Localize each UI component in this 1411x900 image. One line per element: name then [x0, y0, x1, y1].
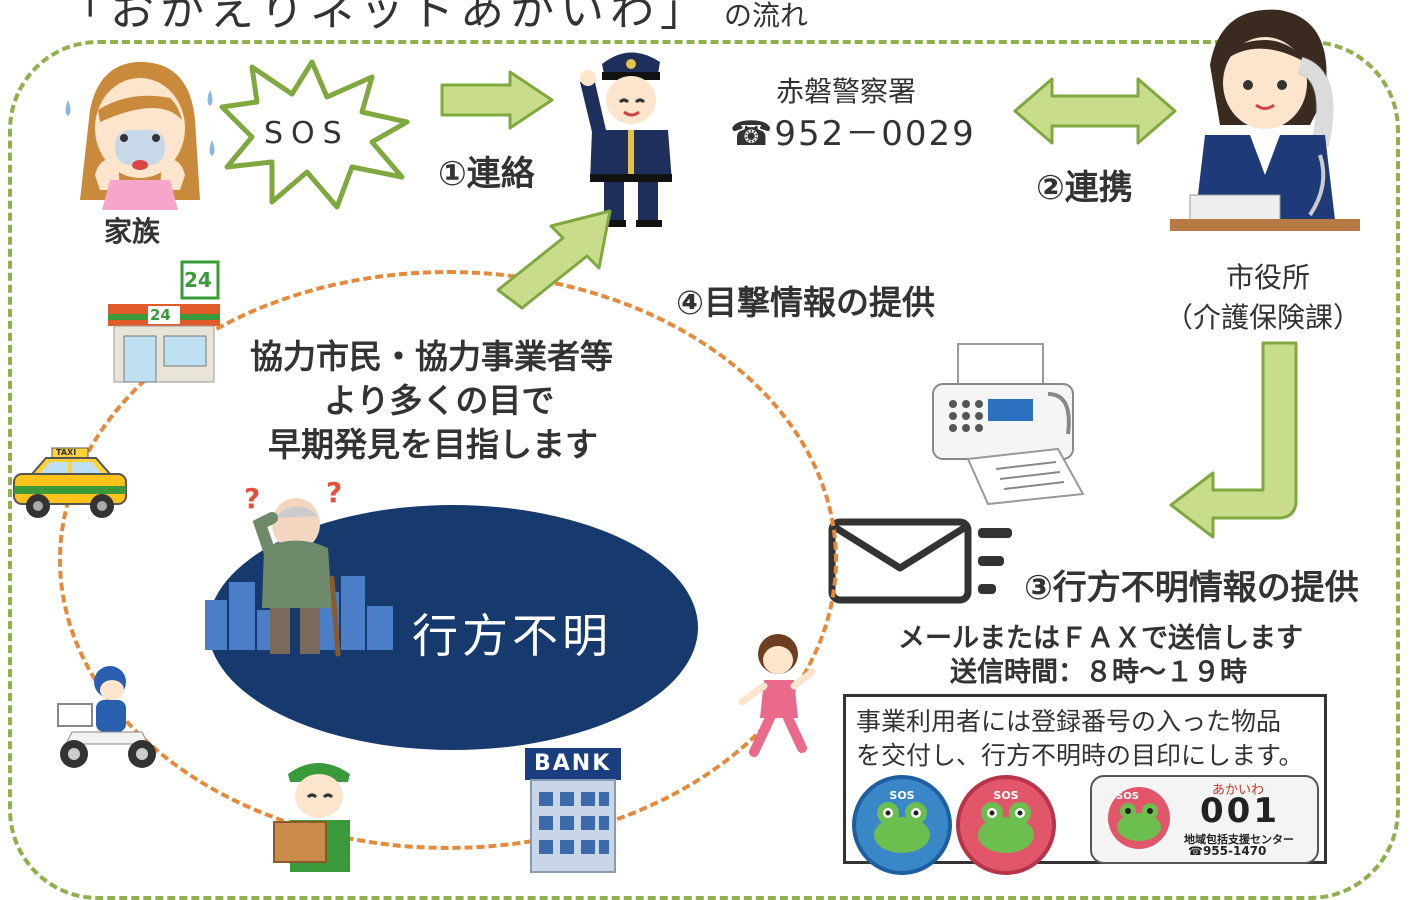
- convenience-store-icon: [108, 260, 220, 383]
- step2-label: ②連携: [1036, 168, 1133, 208]
- mail-note-line1: メールまたはＦＡＸで送信します: [898, 623, 1303, 654]
- missing-label: 行方不明: [412, 609, 612, 663]
- pink-sos-badge: SOS: [956, 775, 1056, 875]
- sos-burst-icon: [219, 59, 410, 210]
- police-phone: ☎952－0029: [730, 114, 976, 154]
- page-title: 「おかえりネットあかいわ」の流れ: [60, 0, 808, 38]
- tag-phone: ☎955-1470: [1188, 844, 1267, 858]
- bank-sign: BANK: [534, 751, 612, 776]
- confused-elderly-man-icon: ? ?: [244, 476, 342, 657]
- registration-note-line2: を交付し、行方不明時の目印にします。: [856, 741, 1304, 770]
- mail-icon: [828, 518, 1012, 604]
- fax-machine-icon: [932, 343, 1085, 506]
- city-section-label: （介護保険課）: [1165, 301, 1362, 334]
- police-name: 赤磐警察署: [776, 75, 917, 108]
- blue-badge-sos: SOS: [889, 789, 915, 802]
- blue-sos-badge: SOS: [852, 775, 952, 875]
- svg-text:?: ?: [326, 476, 342, 509]
- tag-organization: 地域包括支援センター: [1184, 833, 1294, 846]
- tag-top-label: あかいわ: [1212, 783, 1265, 798]
- step1-label: ①連絡: [438, 154, 535, 194]
- title-main: 「おかえりネットあかいわ」: [60, 0, 710, 36]
- city-office-operator-icon: [1170, 9, 1360, 231]
- registration-tag: SOS あかいわ 001 地域包括支援センター ☎955-1470: [1090, 775, 1319, 864]
- family-label: 家族: [104, 215, 161, 248]
- delivery-worker-icon: [273, 763, 350, 872]
- sighting-arrow-icon: [496, 209, 612, 310]
- sos-text: SOS: [264, 116, 350, 151]
- delivery-scooter-icon: [57, 666, 156, 768]
- cooperation-arrow-icon: [1013, 77, 1177, 145]
- taxi-icon: [13, 447, 127, 518]
- taxi-sign: TAXI: [56, 448, 77, 457]
- registration-note-line1: 事業利用者には登録番号の入った物品: [856, 707, 1282, 736]
- bank-building-icon: [525, 748, 621, 873]
- tag-number: 001: [1200, 791, 1280, 831]
- community-line2: より多くの目で: [324, 381, 555, 420]
- svg-text:?: ?: [244, 482, 260, 515]
- community-line1: 協力市民・協力事業者等: [250, 337, 613, 376]
- frog-badge-icon: [1108, 787, 1170, 849]
- worried-family-icon: [65, 61, 215, 210]
- step4-label: ④目撃情報の提供: [676, 283, 935, 322]
- provide-info-arrow-icon: [1169, 341, 1298, 539]
- store-sign-top: 24: [184, 268, 212, 292]
- step3-label: ③行方不明情報の提供: [1024, 568, 1359, 608]
- police-officer-icon: [580, 52, 672, 227]
- community-network-ring: [58, 270, 838, 850]
- running-girl-icon: [738, 634, 816, 757]
- contact-arrow-icon: [440, 70, 554, 130]
- title-suffix: の流れ: [724, 0, 809, 32]
- frog-icon: [874, 802, 930, 853]
- tag-badge-sos: SOS: [1116, 791, 1139, 802]
- store-sign-front: 24: [150, 306, 171, 324]
- city-office-label: 市役所: [1226, 261, 1311, 294]
- community-line3: 早期発見を目指します: [268, 425, 598, 464]
- mail-note-line2: 送信時間：８時～１９時: [950, 657, 1247, 688]
- frog-icon: [978, 802, 1034, 853]
- pink-badge-sos: SOS: [993, 789, 1019, 802]
